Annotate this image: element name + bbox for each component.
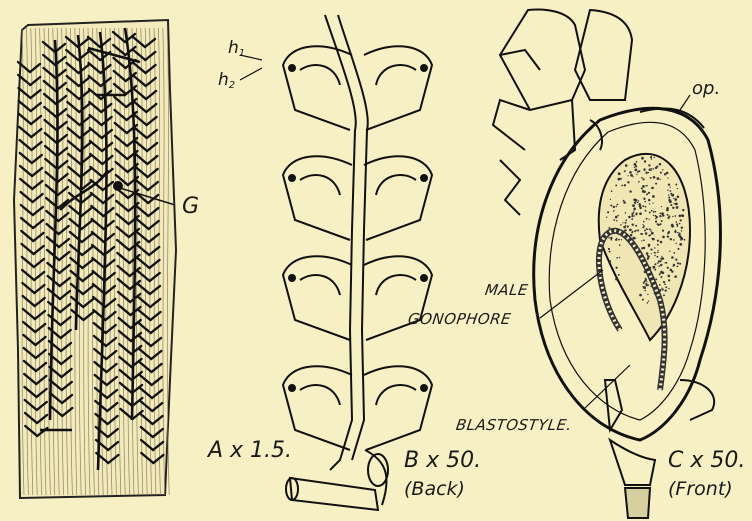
caption-c-view: (Front) [668, 480, 733, 499]
caption-b-view: (Back) [404, 480, 465, 499]
label-h2: h2 [218, 72, 235, 91]
figure-a-colony [14, 20, 176, 498]
label-h1: h1 [228, 40, 245, 59]
label-blastostyle: BLASTOSTYLE. [455, 418, 573, 433]
caption-a: A x 1.5. [208, 440, 292, 462]
label-g: G [182, 196, 199, 218]
figure-c-front-view [493, 10, 720, 518]
caption-c: C x 50. [668, 450, 745, 472]
figure-b-back-view [240, 15, 432, 510]
caption-b: B x 50. [404, 450, 481, 472]
label-gonophore: GONOPHORE [407, 312, 512, 327]
label-male: MALE [484, 283, 529, 298]
label-op: op. [692, 80, 720, 98]
